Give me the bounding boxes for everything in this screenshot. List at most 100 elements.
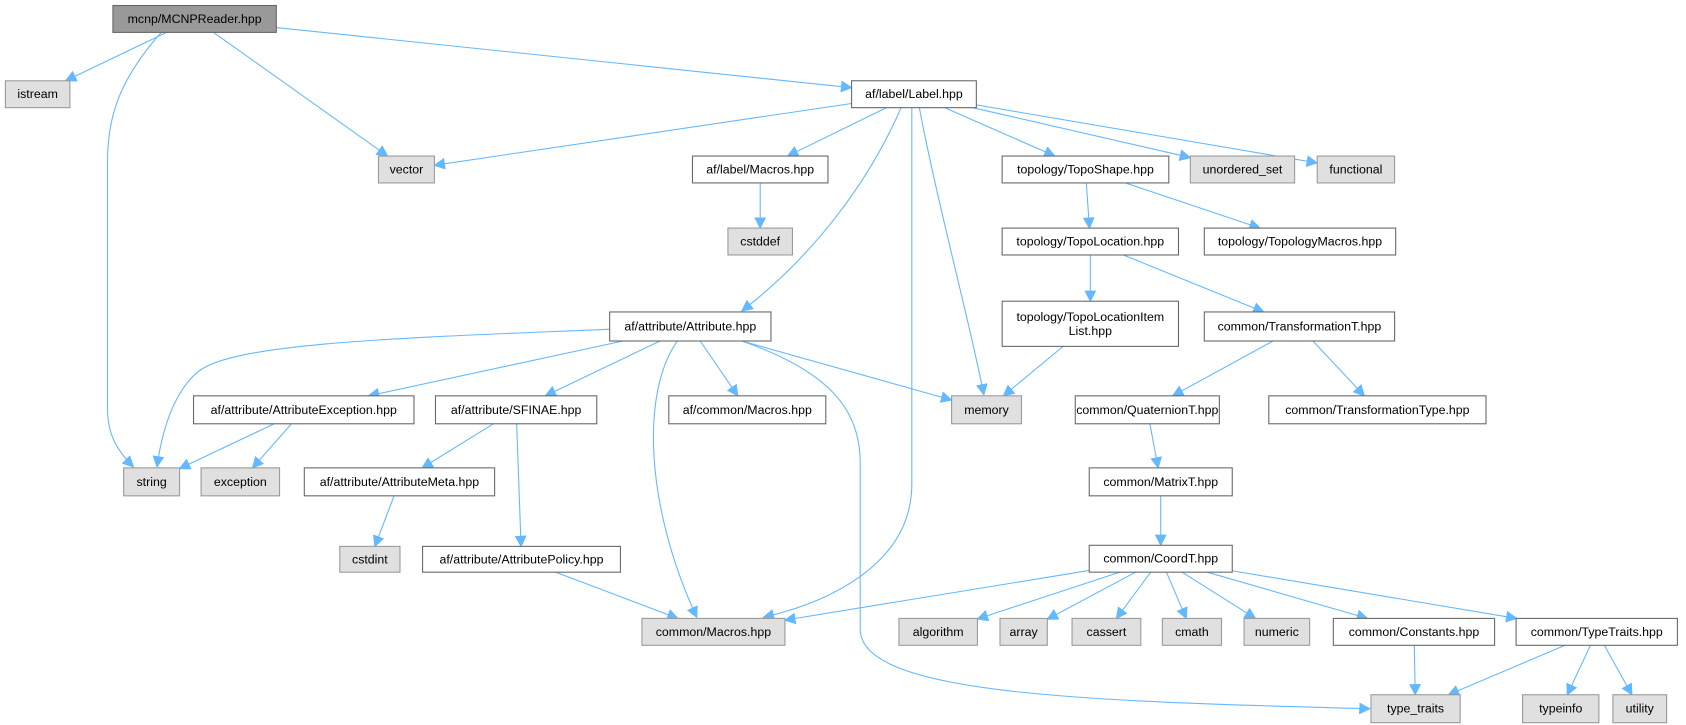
node-box (668, 395, 827, 425)
node-box (434, 395, 598, 425)
node-coord-t[interactable]: common/CoordT.hpp (1088, 544, 1233, 573)
node-label: topology/TopoLocationItem (1016, 310, 1164, 324)
node-box (303, 467, 496, 497)
node-exception: exception (200, 467, 281, 497)
node-label[interactable]: af/label/Label.hpp (851, 80, 977, 109)
node-label: topology/TopoLocation.hpp (1016, 235, 1164, 249)
edge-coord-t-to-numeric (1181, 571, 1257, 620)
edge-attribute-meta-to-cstdint (373, 495, 395, 548)
node-attribute-policy[interactable]: af/attribute/AttributePolicy.hpp (422, 545, 621, 573)
node-box (1001, 155, 1170, 184)
node-transformation-t[interactable]: common/TransformationT.hpp (1203, 311, 1396, 342)
node-box (1515, 617, 1678, 646)
node-label: unordered_set (1203, 162, 1283, 176)
edge-attribute-to-af-common-macros (699, 340, 739, 397)
node-label: common/CoordT.hpp (1103, 552, 1218, 566)
edge-label-to-label-macros (786, 107, 887, 157)
node-box (112, 4, 277, 33)
node-label: array (1010, 625, 1039, 639)
node-topo-location[interactable]: topology/TopoLocation.hpp (1001, 227, 1180, 256)
node-label: typeinfo (1539, 702, 1582, 716)
node-label: cstdint (352, 552, 388, 566)
node-label: common/Macros.hpp (656, 625, 772, 639)
node-label: af/attribute/AttributePolicy.hpp (440, 552, 604, 566)
edge-mcnp-reader-to-label (276, 27, 853, 93)
node-af-common-macros[interactable]: af/common/Macros.hpp (668, 395, 827, 425)
node-quaternion-t[interactable]: common/QuaternionT.hpp (1074, 395, 1220, 425)
node-box (123, 467, 181, 497)
node-box (1001, 300, 1180, 347)
node-attribute-meta[interactable]: af/attribute/AttributeMeta.hpp (303, 467, 496, 497)
node-matrix-t[interactable]: common/MatrixT.hpp (1088, 467, 1233, 497)
edge-label-to-memory (918, 107, 988, 396)
node-vector: vector (377, 155, 435, 184)
edge-label-to-attribute (740, 107, 902, 312)
node-label: exception (214, 475, 267, 489)
edge-type-traits-hpp-to-typeinfo (1566, 645, 1591, 696)
node-label: functional (1329, 162, 1382, 176)
node-label: vector (390, 162, 424, 176)
edge-coord-t-to-constants (1207, 571, 1369, 622)
node-label: algorithm (913, 625, 964, 639)
node-mcnp-reader[interactable]: mcnp/MCNPReader.hpp (112, 4, 277, 33)
node-constants[interactable]: common/Constants.hpp (1332, 617, 1496, 646)
node-attribute[interactable]: af/attribute/Attribute.hpp (609, 311, 772, 342)
node-box (1161, 617, 1223, 646)
edge-attribute-to-string (152, 328, 610, 468)
node-cstddef: cstddef (727, 227, 794, 256)
node-topo-shape[interactable]: topology/TopoShape.hpp (1001, 155, 1170, 184)
edge-topo-shape-to-topo-location (1082, 182, 1095, 230)
node-box (200, 467, 281, 497)
node-box (1203, 311, 1396, 342)
node-label: utility (1626, 702, 1655, 716)
edge-label-to-functional (976, 104, 1319, 167)
node-transformation-type[interactable]: common/TransformationType.hpp (1268, 395, 1487, 425)
node-box (1071, 617, 1142, 646)
node-label: common/TransformationT.hpp (1218, 319, 1382, 333)
edge-label-to-vector (433, 102, 852, 170)
node-type-traits-hpp[interactable]: common/TypeTraits.hpp (1515, 617, 1678, 646)
edge-coord-t-to-type-traits-hpp (1232, 570, 1518, 623)
edge-coord-t-to-array (1046, 571, 1136, 620)
edge-attribute-to-common-macros (652, 340, 698, 619)
edge-constants-to-type-traits (1409, 645, 1421, 696)
node-box (851, 80, 977, 109)
node-box (1316, 155, 1396, 184)
node-label: cstddef (740, 235, 780, 249)
edge-attribute-to-sfinae (544, 340, 661, 397)
node-box (193, 395, 415, 425)
edge-attribute-to-memory (741, 340, 953, 403)
node-unordered-set: unordered_set (1189, 155, 1296, 184)
node-attribute-exception[interactable]: af/attribute/AttributeException.hpp (193, 395, 415, 425)
node-label: common/QuaternionT.hpp (1076, 403, 1218, 417)
node-functional: functional (1316, 155, 1396, 184)
node-label: string (136, 475, 166, 489)
node-label: type_traits (1387, 702, 1444, 716)
node-label: af/attribute/AttributeMeta.hpp (320, 475, 480, 489)
edge-type-traits-hpp-to-utility (1603, 645, 1633, 696)
node-label: af/attribute/Attribute.hpp (624, 319, 756, 333)
nodes-layer: mcnp/MCNPReader.hpp istream vector af/label… (4, 4, 1678, 724)
node-label-macros[interactable]: af/label/Macros.hpp (691, 155, 829, 184)
node-box (1522, 694, 1600, 724)
node-box (4, 80, 71, 109)
edge-sfinae-to-attribute-policy (514, 423, 527, 548)
edge-type-traits-hpp-to-type-traits (1447, 644, 1566, 697)
node-box (1332, 617, 1496, 646)
node-label: cmath (1175, 625, 1209, 639)
node-string: string (123, 467, 181, 497)
node-box (951, 395, 1023, 425)
node-istream: istream (4, 80, 71, 109)
node-sfinae[interactable]: af/attribute/SFINAE.hpp (434, 395, 598, 425)
edge-mcnp-reader-to-string (106, 32, 162, 468)
edge-coord-t-to-cmath (1165, 571, 1188, 620)
edge-topo-location-to-transformation-t (1123, 254, 1265, 314)
edge-transformation-t-to-quaternion-t (1171, 340, 1274, 397)
node-label: memory (964, 403, 1009, 417)
node-topology-macros[interactable]: topology/TopologyMacros.hpp (1203, 227, 1397, 256)
edge-attribute-to-attribute-exception (367, 340, 624, 400)
edge-mcnp-reader-to-vector (213, 31, 389, 157)
node-label: topology/TopoShape.hpp (1017, 162, 1154, 176)
